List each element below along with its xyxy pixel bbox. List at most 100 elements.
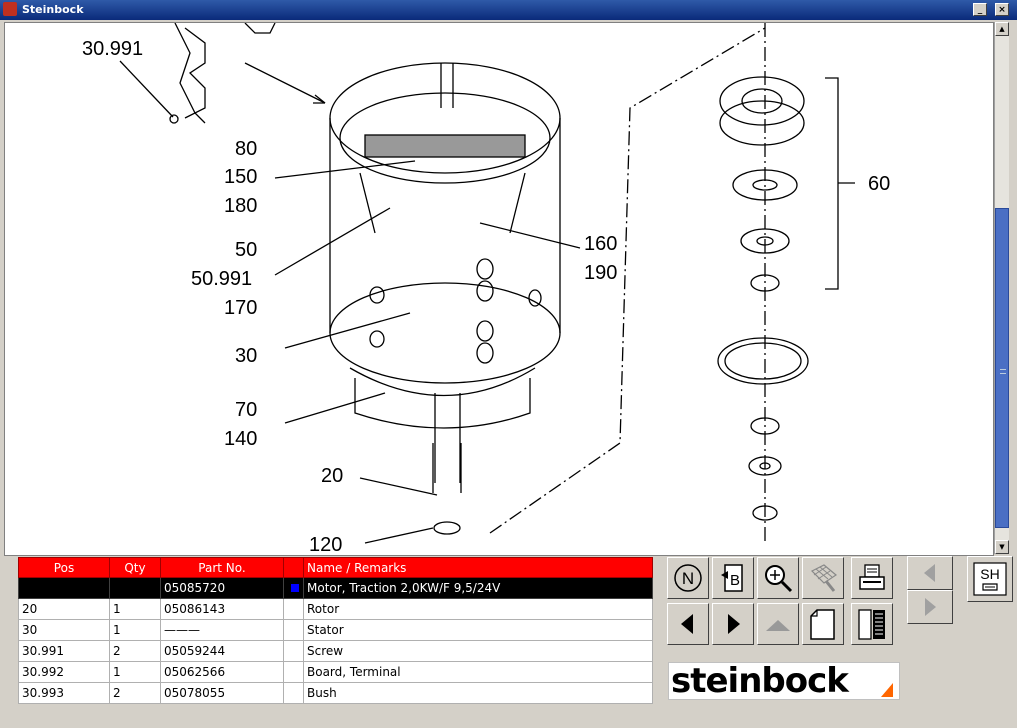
cell-qty: 1 (109, 619, 161, 641)
cell-marker (283, 682, 304, 704)
zoom-area-button[interactable] (802, 557, 844, 599)
cell-name: Board, Terminal (303, 661, 653, 683)
col-name[interactable]: Name / Remarks (303, 557, 653, 578)
callout-160: 160 (584, 233, 617, 255)
steinbock-logo: steinbock (668, 662, 900, 700)
table-header-row: Pos Qty Part No. Name / Remarks (18, 557, 653, 578)
callout-30: 30 (235, 345, 257, 367)
cell-name: Bush (303, 682, 653, 704)
cell-qty (109, 577, 161, 599)
arrow-right-icon (728, 614, 740, 634)
callout-120: 120 (309, 534, 342, 555)
sh-button[interactable]: SH (967, 556, 1013, 602)
up-button[interactable] (757, 603, 799, 645)
sh-hand-icon: SH (973, 562, 1007, 596)
page-list-button[interactable] (851, 603, 893, 645)
side-back-button[interactable] (907, 556, 953, 590)
cell-qty: 1 (109, 661, 161, 683)
callout-30-991: 30.991 (82, 38, 143, 60)
next-button[interactable] (712, 603, 754, 645)
page-list-icon (858, 609, 885, 640)
logo-text: steinbock (671, 662, 849, 700)
cell-qty: 1 (109, 598, 161, 620)
cell-name: Rotor (303, 598, 653, 620)
table-row[interactable]: 20 1 05086143 Rotor (18, 598, 653, 620)
cell-part: 05078055 (160, 682, 284, 704)
minimize-button[interactable]: _ (973, 3, 987, 16)
scroll-down-arrow-icon[interactable]: ▼ (995, 540, 1009, 554)
callout-170: 170 (224, 297, 257, 319)
cell-name: Motor, Traction 2,0KW/F 9,5/24V (303, 577, 653, 599)
cell-pos: 20 (18, 598, 110, 620)
title-bar: Steinbock _ × (0, 0, 1017, 20)
cell-marker (283, 619, 304, 641)
vertical-scrollbar[interactable]: ▲ ▼ (994, 22, 1009, 554)
logo-mark-icon (881, 683, 893, 697)
cell-marker (283, 661, 304, 683)
col-marker (283, 557, 304, 578)
table-row[interactable]: 30.992 1 05062566 Board, Terminal (18, 661, 653, 683)
callout-180: 180 (224, 195, 257, 217)
triangle-left-icon (924, 564, 935, 582)
cell-part: 05059244 (160, 640, 284, 662)
arrow-up-disabled-icon (766, 620, 790, 631)
callout-70: 70 (235, 399, 257, 421)
page-icon (810, 609, 835, 640)
callout-140: 140 (224, 428, 257, 450)
motor-exploded-drawing: 30.991 80 150 180 50 50.991 170 30 70 14… (82, 23, 890, 555)
magnifier-zoom-icon (765, 565, 793, 593)
callout-150: 150 (224, 166, 257, 188)
book-b-icon: B (721, 564, 743, 592)
col-qty[interactable]: Qty (109, 557, 161, 578)
close-button[interactable]: × (995, 3, 1009, 16)
cell-qty: 2 (109, 682, 161, 704)
cell-pos: 30.992 (18, 661, 110, 683)
previous-button[interactable] (667, 603, 709, 645)
bookmark-button[interactable]: B (712, 557, 754, 599)
callout-50: 50 (235, 239, 257, 261)
cell-marker (283, 640, 304, 662)
col-part-no[interactable]: Part No. (160, 557, 284, 578)
callout-60: 60 (868, 173, 890, 195)
col-pos[interactable]: Pos (18, 557, 110, 578)
table-row[interactable]: 30 1 ——— Stator (18, 619, 653, 641)
cell-marker (283, 577, 304, 599)
cell-part: ——— (160, 619, 284, 641)
cell-qty: 2 (109, 640, 161, 662)
window-title: Steinbock (22, 3, 84, 16)
cell-marker (283, 598, 304, 620)
cell-part: 05086143 (160, 598, 284, 620)
svg-text:B: B (730, 572, 740, 589)
cell-pos: 30.991 (18, 640, 110, 662)
printer-icon (859, 564, 885, 590)
print-button[interactable] (851, 557, 893, 599)
scroll-up-arrow-icon[interactable]: ▲ (995, 22, 1009, 36)
note-button[interactable]: N (667, 557, 709, 599)
blue-marker-icon (291, 584, 299, 592)
callout-190: 190 (584, 262, 617, 284)
side-forward-button[interactable] (907, 590, 953, 624)
cell-pos (18, 577, 110, 599)
table-row[interactable]: 30.991 2 05059244 Screw (18, 640, 653, 662)
app-icon (3, 2, 17, 16)
exploded-drawing-view[interactable]: 30.991 80 150 180 50 50.991 170 30 70 14… (4, 22, 994, 556)
svg-text:N: N (682, 569, 694, 588)
arrow-left-icon (681, 614, 693, 634)
table-row[interactable]: 30.993 2 05078055 Bush (18, 682, 653, 704)
table-row[interactable]: 05085720 Motor, Traction 2,0KW/F 9,5/24V (18, 577, 653, 599)
cell-pos: 30 (18, 619, 110, 641)
grid-magnifier-disabled-icon (810, 564, 838, 592)
callout-20: 20 (321, 465, 343, 487)
zoom-button[interactable] (757, 557, 799, 599)
cell-name: Screw (303, 640, 653, 662)
cell-pos: 30.993 (18, 682, 110, 704)
note-n-icon: N (674, 564, 702, 592)
page-button[interactable] (802, 603, 844, 645)
callout-50-991: 50.991 (191, 268, 252, 290)
triangle-right-icon (925, 598, 936, 616)
scrollbar-thumb[interactable] (995, 208, 1009, 528)
cell-part: 05062566 (160, 661, 284, 683)
callout-80: 80 (235, 138, 257, 160)
parts-table: Pos Qty Part No. Name / Remarks 05085720… (18, 557, 653, 704)
svg-text:SH: SH (980, 566, 999, 582)
